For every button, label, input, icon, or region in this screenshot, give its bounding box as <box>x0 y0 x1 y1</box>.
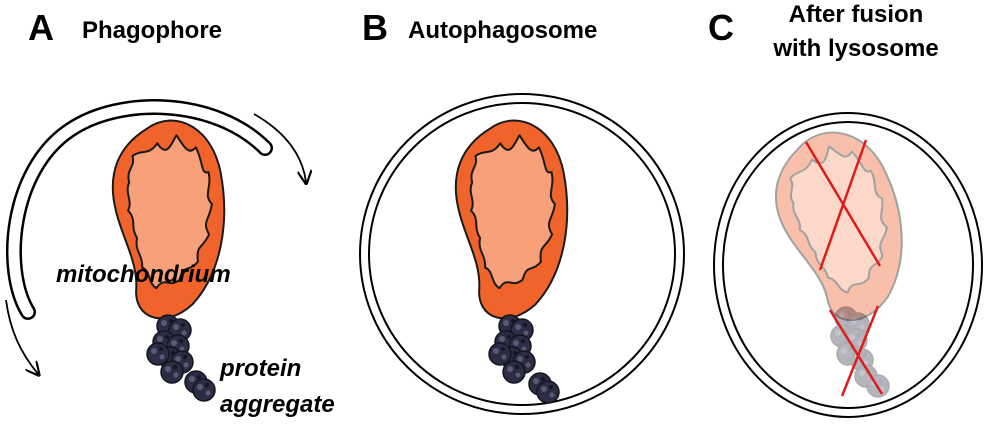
panel-b-title: Autophagosome <box>408 17 597 44</box>
panel-c-title-line1: After fusion <box>789 1 924 28</box>
mitochondrion-b <box>448 114 580 324</box>
mitochondrion-a <box>105 114 237 324</box>
aggregate-label-line1: protein <box>219 355 301 382</box>
degraded-mitochondrion <box>755 115 935 334</box>
protein-aggregate-a <box>146 314 216 402</box>
panel-b-letter: B <box>362 7 388 48</box>
panel-b: B Autophagosome <box>359 7 685 415</box>
expansion-arrow-bottom <box>5 299 38 374</box>
autophagosome-membrane <box>359 93 685 415</box>
panel-a-title: Phagophore <box>82 17 222 44</box>
aggregate-cross-mark <box>828 305 884 397</box>
panel-c-letter: C <box>708 7 734 48</box>
protein-aggregate-b <box>488 314 560 404</box>
panel-c: C After fusion with lysosome <box>708 1 983 418</box>
phagophore-membrane <box>6 99 273 320</box>
aggregate-label-line2: aggregate <box>220 391 335 418</box>
panel-a-letter: A <box>28 7 54 48</box>
autolysosome-membrane <box>713 112 983 418</box>
panel-a: A Phagophore mitochondrium protein aggre… <box>5 7 335 418</box>
panel-c-title-line2: with lysosome <box>772 35 938 62</box>
mitochondrion-cross-mark <box>804 139 882 271</box>
expansion-arrow-top <box>253 113 306 182</box>
mitochondrion-label: mitochondrium <box>56 261 231 288</box>
